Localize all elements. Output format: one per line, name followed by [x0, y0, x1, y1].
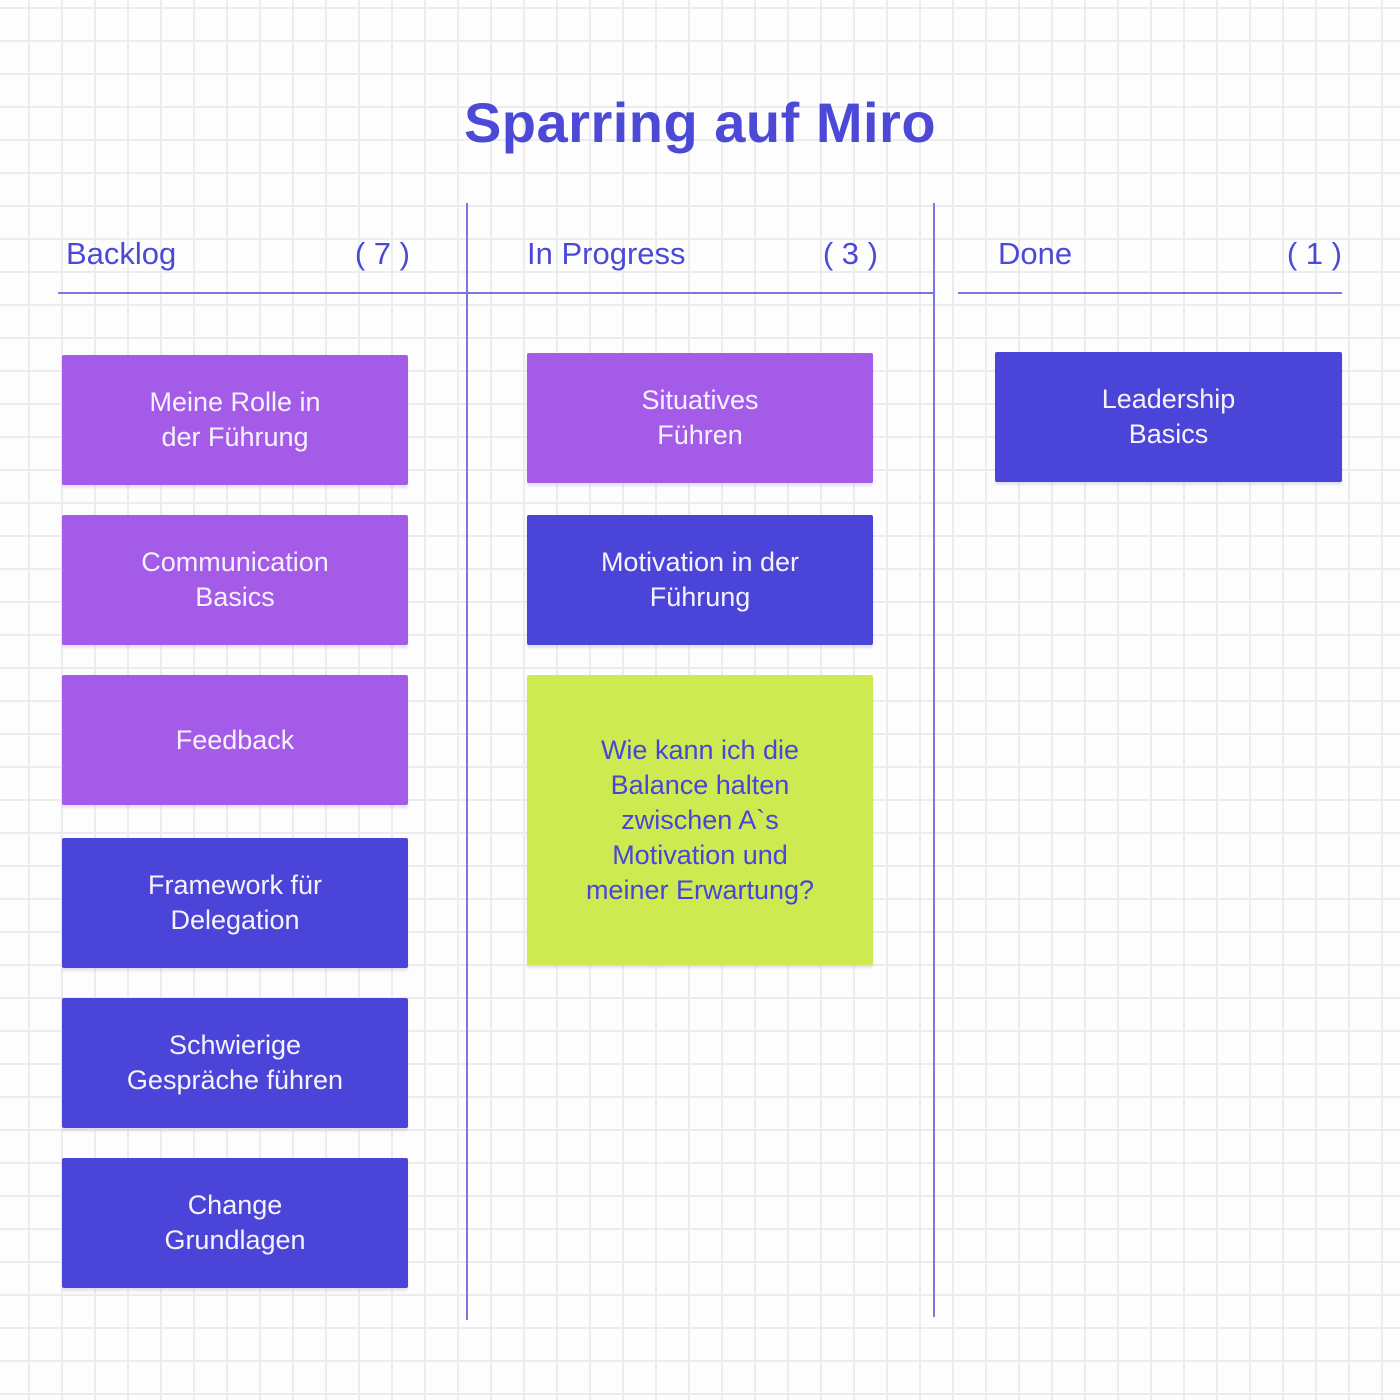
column-header-in-progress: In Progress ( 3 ): [527, 236, 878, 272]
column-underline-backlog: [58, 292, 467, 294]
column-count-backlog: ( 7 ): [354, 236, 410, 271]
column-label-backlog: Backlog: [66, 236, 177, 271]
column-header-done: Done ( 1 ): [998, 236, 1342, 272]
card-in-progress-3[interactable]: Wie kann ich die Balance halten zwischen…: [527, 675, 873, 965]
card-backlog-2[interactable]: Communication Basics: [62, 515, 408, 645]
column-label-done: Done: [998, 236, 1073, 271]
column-underline-in-progress: [467, 292, 935, 294]
card-backlog-4[interactable]: Framework für Delegation: [62, 838, 408, 968]
card-backlog-5[interactable]: Schwierige Gespräche führen: [62, 998, 408, 1128]
column-divider-left: [466, 203, 468, 1320]
board-title: Sparring auf Miro: [463, 91, 937, 154]
column-divider-right: [933, 203, 935, 1317]
card-backlog-1[interactable]: Meine Rolle in der Führung: [62, 355, 408, 485]
column-underline-done: [958, 292, 1342, 294]
column-header-backlog: Backlog ( 7 ): [66, 236, 410, 272]
card-done-1[interactable]: Leadership Basics: [995, 352, 1342, 482]
column-count-done: ( 1 ): [1286, 236, 1342, 271]
column-count-in-progress: ( 3 ): [822, 236, 878, 271]
card-in-progress-1[interactable]: Situatives Führen: [527, 353, 873, 483]
card-backlog-6[interactable]: Change Grundlagen: [62, 1158, 408, 1288]
card-backlog-3[interactable]: Feedback: [62, 675, 408, 805]
card-in-progress-2[interactable]: Motivation in der Führung: [527, 515, 873, 645]
column-label-in-progress: In Progress: [527, 236, 686, 271]
